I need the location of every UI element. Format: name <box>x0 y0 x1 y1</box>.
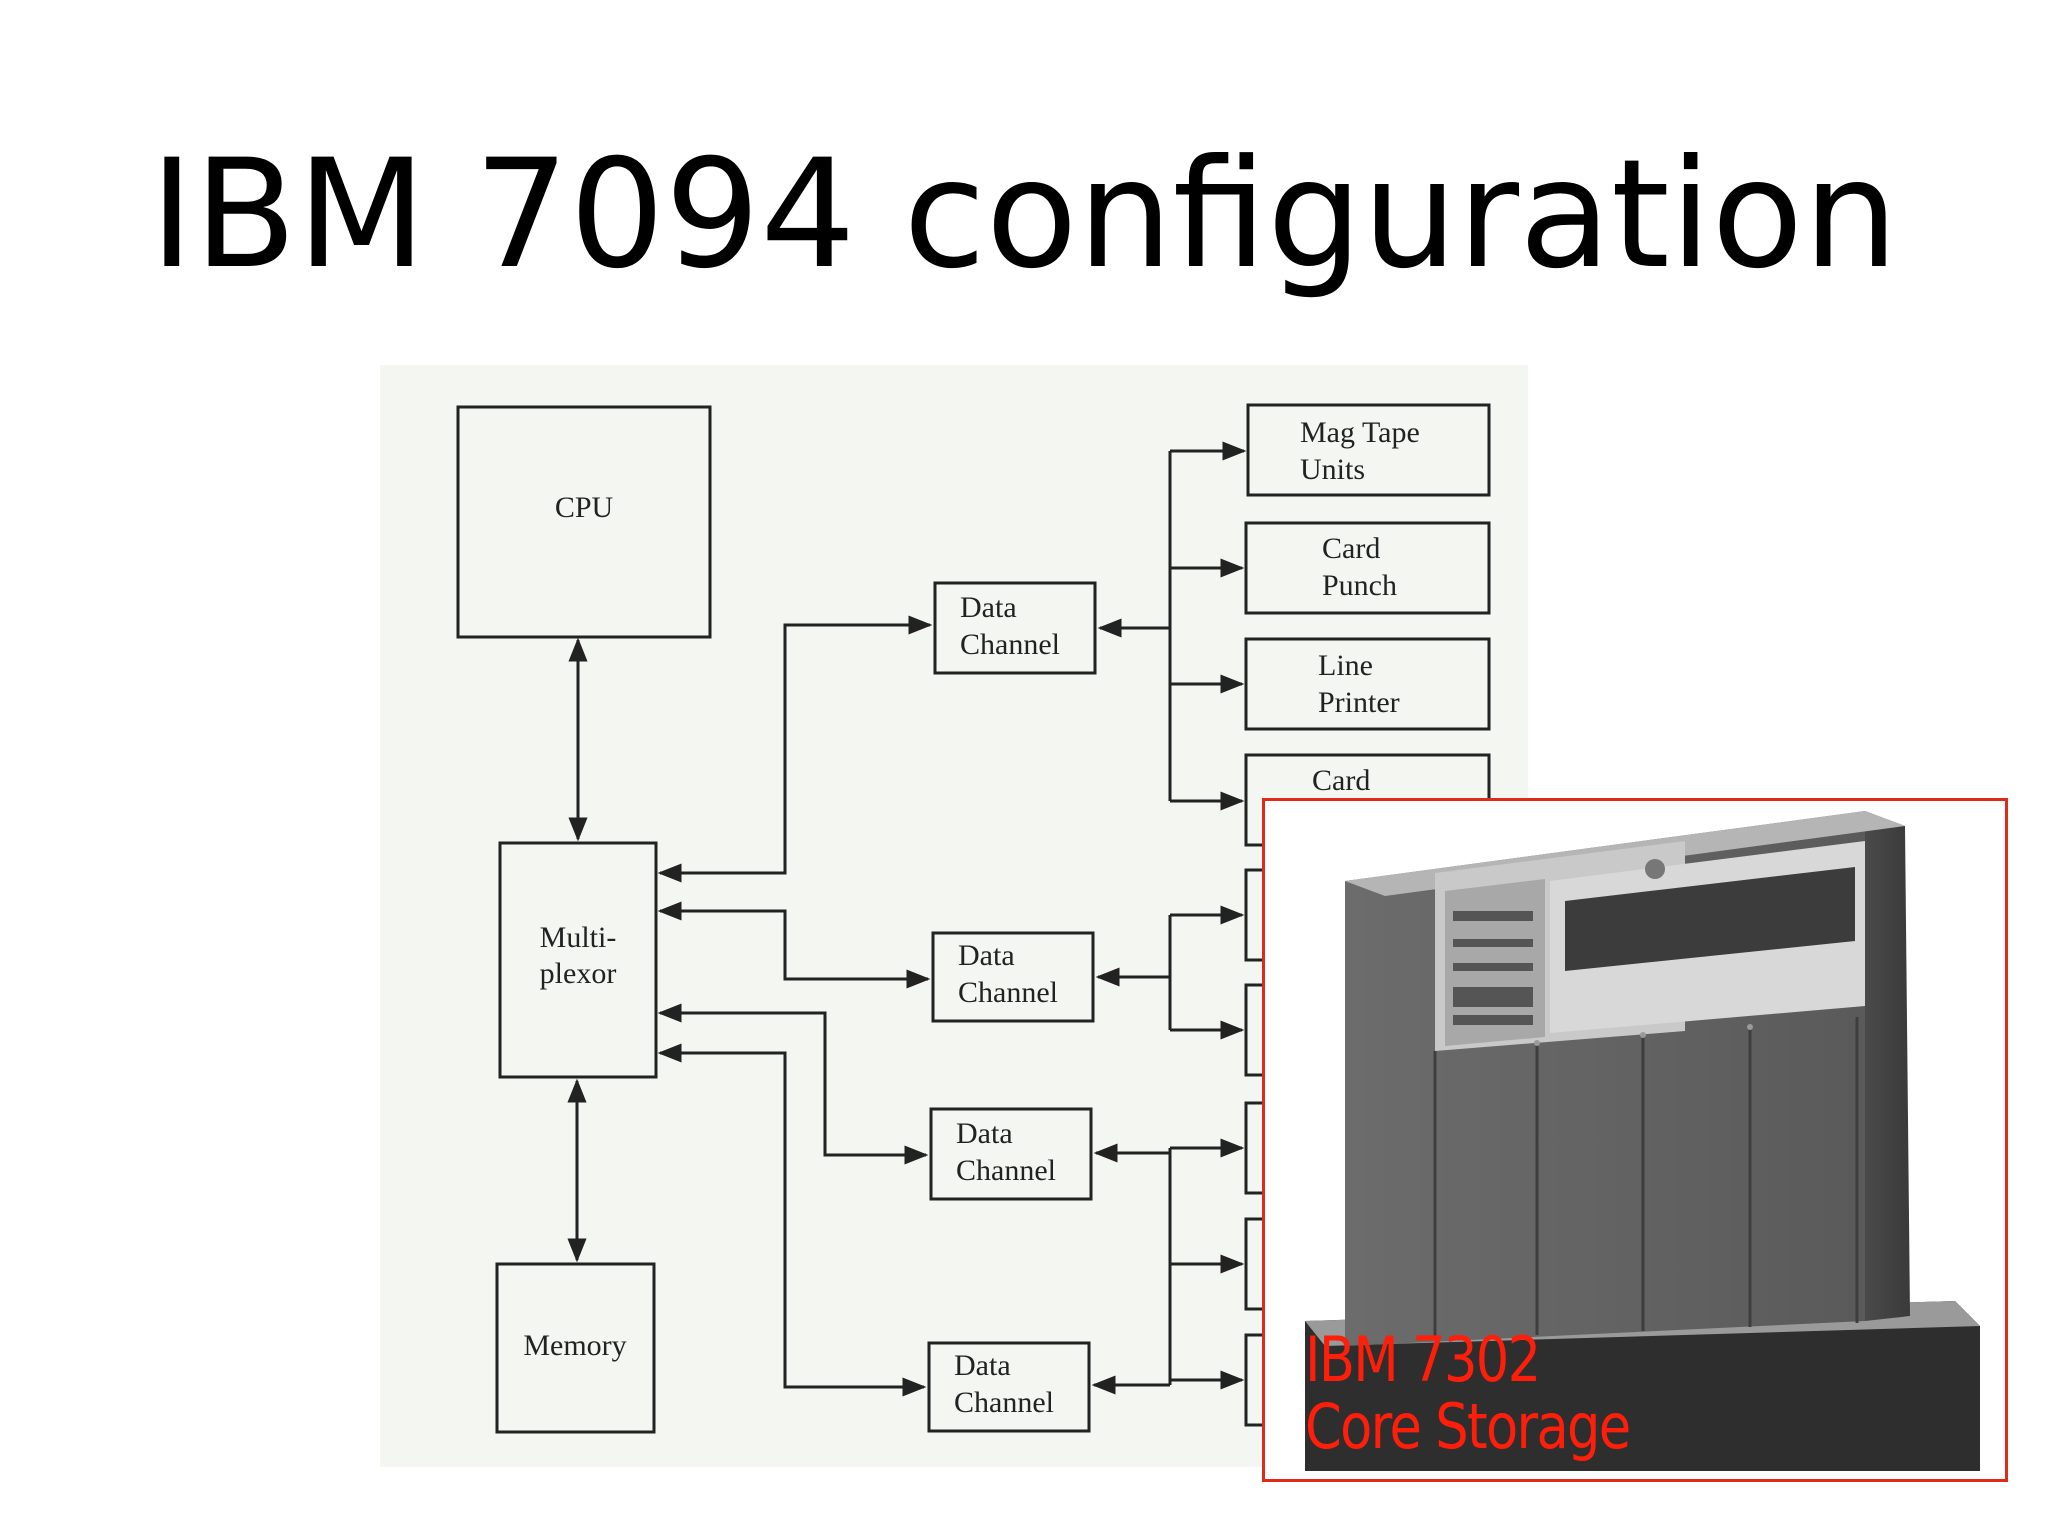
device-card-punch-line2: Punch <box>1322 569 1397 602</box>
data-channel-4-line1: Data <box>954 1349 1011 1382</box>
photo-caption: IBM 7302 Core Storage <box>1305 1323 1631 1464</box>
data-channel-4-line2: Channel <box>954 1386 1054 1419</box>
memory-label: Memory <box>523 1329 626 1362</box>
slide-title: IBM 7094 configuration <box>149 128 1899 302</box>
device-card-line1: Card <box>1312 764 1370 797</box>
data-channel-box-3 <box>929 1107 1093 1201</box>
device-mag-tape-line1: Mag Tape <box>1300 416 1420 449</box>
core-storage-photo <box>1305 811 1980 1471</box>
device-box-line-printer <box>1244 637 1491 731</box>
device-line-printer-line2: Printer <box>1318 686 1400 719</box>
ibm-7302-photo-panel: IBM 7302 Core Storage <box>1262 798 2008 1482</box>
data-channel-3-line1: Data <box>956 1117 1013 1150</box>
data-channel-1-line2: Channel <box>960 628 1060 661</box>
mux-channel-2-link <box>657 901 931 989</box>
memory-box <box>495 1262 656 1434</box>
device-mag-tape-line2: Units <box>1300 453 1365 486</box>
multiplexor-box <box>498 841 658 1079</box>
data-channel-3-line2: Channel <box>956 1154 1056 1187</box>
data-channel-box-4 <box>927 1341 1091 1433</box>
device-box-mag-tape <box>1246 403 1491 497</box>
multiplexor-label-line1: Multi- <box>540 921 617 954</box>
mux-channel-3-link <box>657 1003 929 1165</box>
data-channel-box-1 <box>933 581 1097 675</box>
device-box-card-punch <box>1244 521 1491 615</box>
mux-channel-1-link <box>657 615 933 883</box>
data-channel-1-line1: Data <box>960 591 1017 624</box>
photo-caption-line2: Core Storage <box>1305 1390 1631 1464</box>
photo-caption-line1: IBM 7302 <box>1305 1323 1541 1397</box>
cpu-label: CPU <box>555 491 614 524</box>
mux-channel-4-link <box>657 1043 927 1397</box>
data-channel-box-2 <box>931 931 1095 1023</box>
data-channel-2-line2: Channel <box>958 976 1058 1009</box>
device-line-printer-line1: Line <box>1318 649 1373 682</box>
multiplexor-label-line2: plexor <box>540 957 617 990</box>
data-channel-2-line1: Data <box>958 939 1015 972</box>
device-card-punch-line1: Card <box>1322 532 1380 565</box>
cpu-box <box>456 405 712 639</box>
